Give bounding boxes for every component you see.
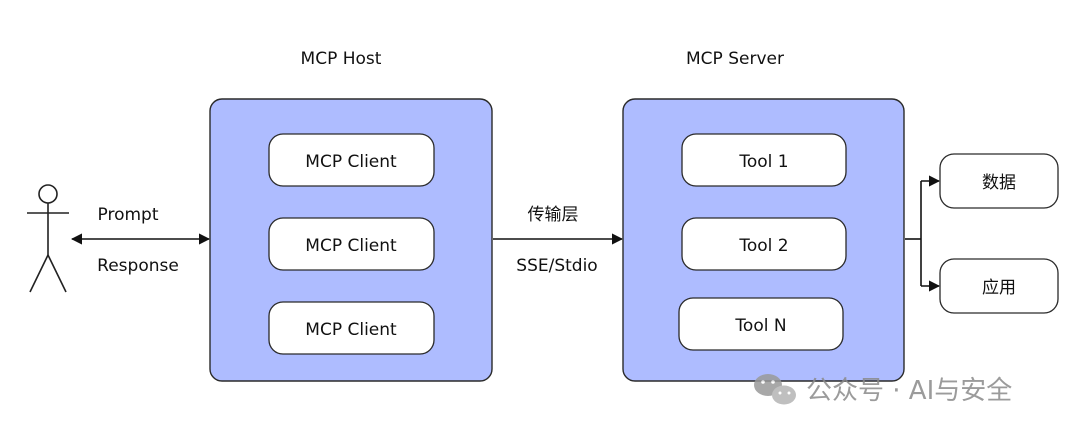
resource-label: 应用 (982, 278, 1016, 298)
client-label: MCP Client (305, 320, 397, 340)
tool-label: Tool 1 (738, 152, 788, 172)
resource-label: 数据 (982, 173, 1016, 193)
watermark: 公众号 · AI与安全 (754, 374, 1012, 406)
resource-connector (905, 175, 941, 292)
tool-label: Tool N (734, 316, 786, 336)
wechat-icon (754, 374, 796, 405)
tool-label: Tool 2 (738, 236, 788, 256)
client-node: MCP Client (268, 301, 435, 355)
client-node: MCP Client (268, 217, 435, 271)
server-title: MCP Server (686, 49, 784, 69)
resource-node: 数据 (939, 153, 1059, 209)
transport-protocol-label: SSE/Stdio (516, 256, 597, 276)
prompt-label: Prompt (98, 205, 159, 225)
tool-node: Tool 1 (681, 133, 847, 187)
tool-node: Tool N (678, 297, 844, 351)
host-title: MCP Host (301, 49, 382, 69)
user-icon (27, 184, 69, 293)
response-label: Response (97, 256, 179, 276)
resource-node: 应用 (939, 258, 1059, 314)
tool-node: Tool 2 (681, 217, 847, 271)
transport-layer-label: 传输层 (528, 205, 579, 225)
client-label: MCP Client (305, 152, 397, 172)
client-label: MCP Client (305, 236, 397, 256)
watermark-text: 公众号 · AI与安全 (806, 376, 1012, 406)
client-node: MCP Client (268, 133, 435, 187)
